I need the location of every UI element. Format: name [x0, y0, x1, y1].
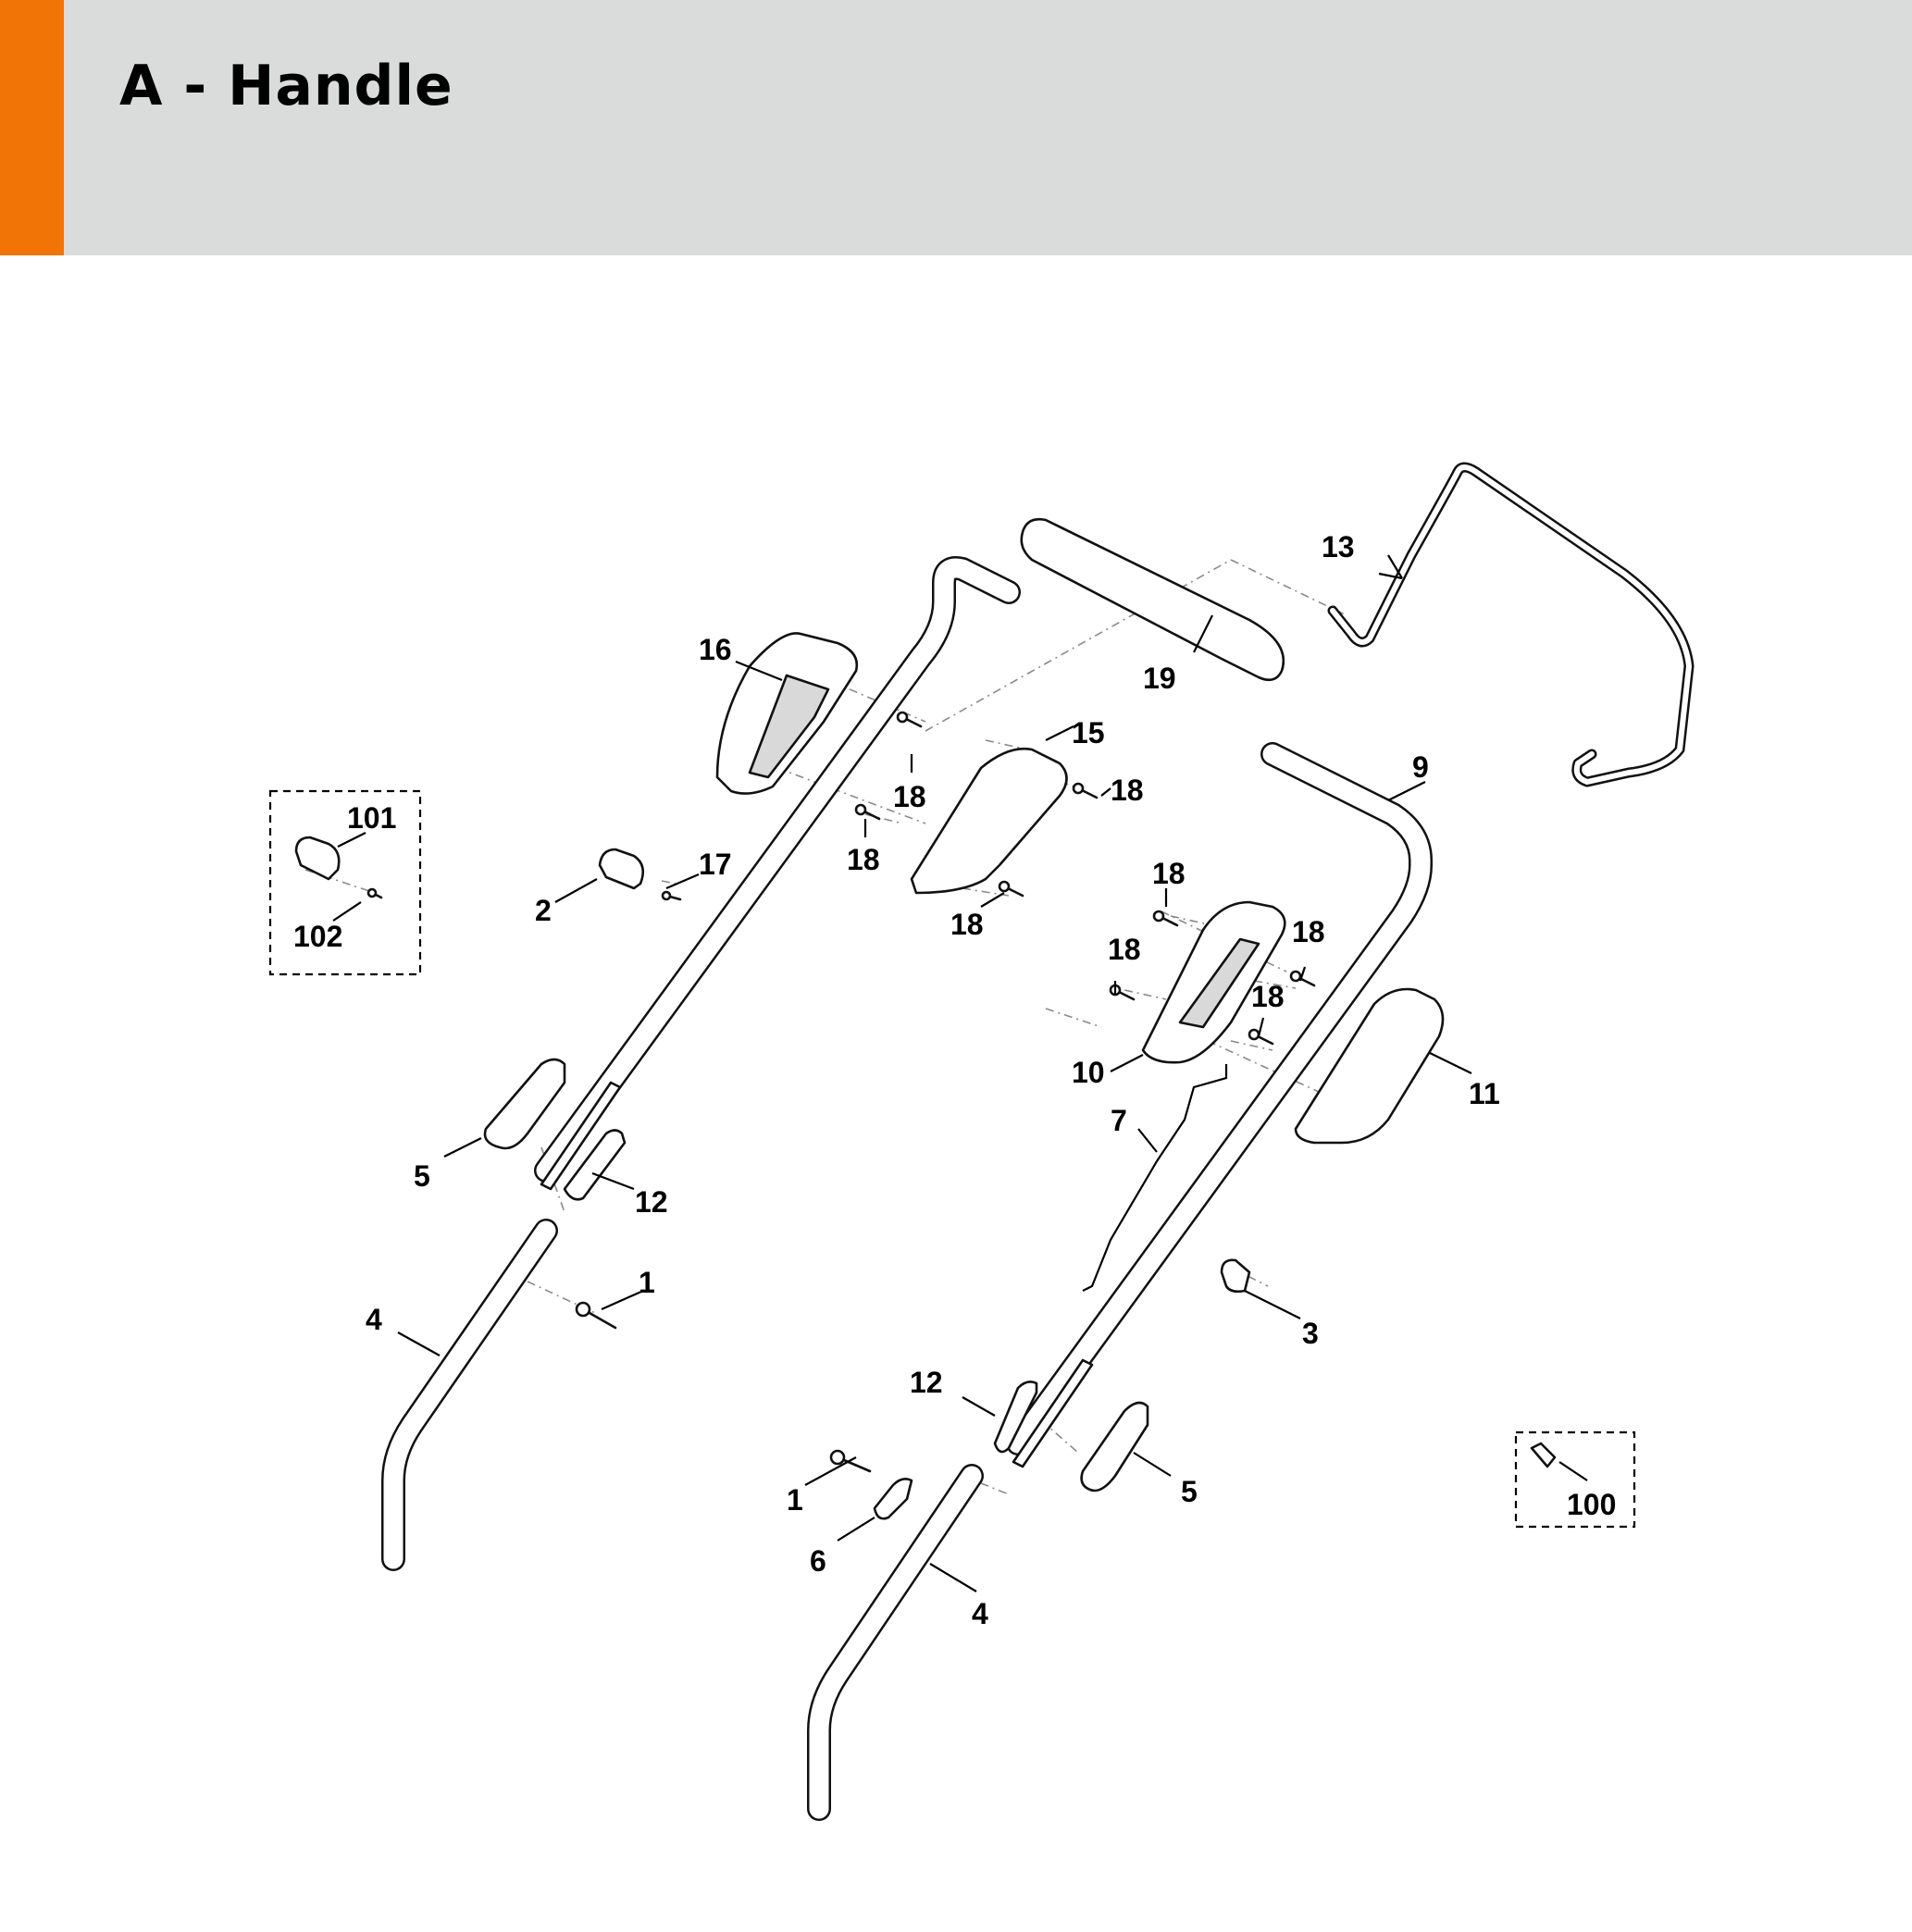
callout-3: 3	[1302, 1317, 1319, 1350]
callout-18: 18	[893, 780, 926, 813]
callout-2: 2	[535, 894, 552, 927]
header-accent-bar	[0, 0, 64, 255]
lower-tube-right	[807, 1464, 984, 1821]
callout-16: 16	[699, 633, 732, 666]
callout-13: 13	[1322, 530, 1355, 564]
brake-bail	[1327, 462, 1695, 787]
optional-parts-box-101-102	[268, 789, 422, 976]
callout-17: 17	[699, 848, 732, 881]
callout-9: 9	[1412, 750, 1429, 784]
callout-4: 4	[972, 1597, 988, 1630]
callout-11: 11	[1469, 1077, 1500, 1110]
callout-18: 18	[1251, 980, 1285, 1013]
callouts: 1 1 2 3 4 4 5 5 6 7 9 10 11 12 12 13 15 …	[293, 530, 1616, 1630]
callout-18: 18	[1152, 857, 1186, 890]
leader-lines	[332, 554, 1588, 1592]
callout-18: 18	[1292, 915, 1325, 948]
callout-7: 7	[1111, 1104, 1127, 1137]
handle-cover-10	[1141, 900, 1286, 1064]
upper-handle-right	[1006, 742, 1433, 1455]
callout-1: 1	[787, 1483, 803, 1517]
callout-102: 102	[293, 920, 342, 953]
page-header: A - Handle	[0, 0, 1912, 255]
callout-18: 18	[950, 908, 984, 941]
callout-10: 10	[1072, 1056, 1105, 1089]
callout-12: 12	[910, 1366, 943, 1399]
grip-bar	[1020, 518, 1285, 682]
callout-4: 4	[366, 1303, 382, 1336]
optional-parts-box-100	[1514, 1430, 1636, 1529]
lower-tube-left	[381, 1219, 558, 1571]
callout-5: 5	[414, 1159, 430, 1193]
callout-100: 100	[1567, 1488, 1616, 1521]
callout-18: 18	[1108, 933, 1141, 966]
callout-15: 15	[1072, 716, 1105, 749]
callout-18: 18	[847, 843, 880, 876]
small-parts	[294, 836, 1557, 1520]
handle-cover-11	[1294, 987, 1445, 1145]
screws	[366, 711, 1316, 1473]
callout-12: 12	[635, 1185, 668, 1219]
handle-cover-16	[715, 632, 859, 795]
page-title: A - Handle	[119, 54, 453, 118]
upper-handle-left	[534, 556, 1021, 1183]
callout-5: 5	[1181, 1475, 1198, 1508]
callout-18: 18	[1111, 774, 1144, 807]
callout-101: 101	[347, 801, 396, 835]
handle-cover-15	[910, 747, 1068, 895]
callout-6: 6	[810, 1544, 826, 1578]
callout-19: 19	[1143, 662, 1176, 695]
callout-1: 1	[639, 1266, 655, 1299]
